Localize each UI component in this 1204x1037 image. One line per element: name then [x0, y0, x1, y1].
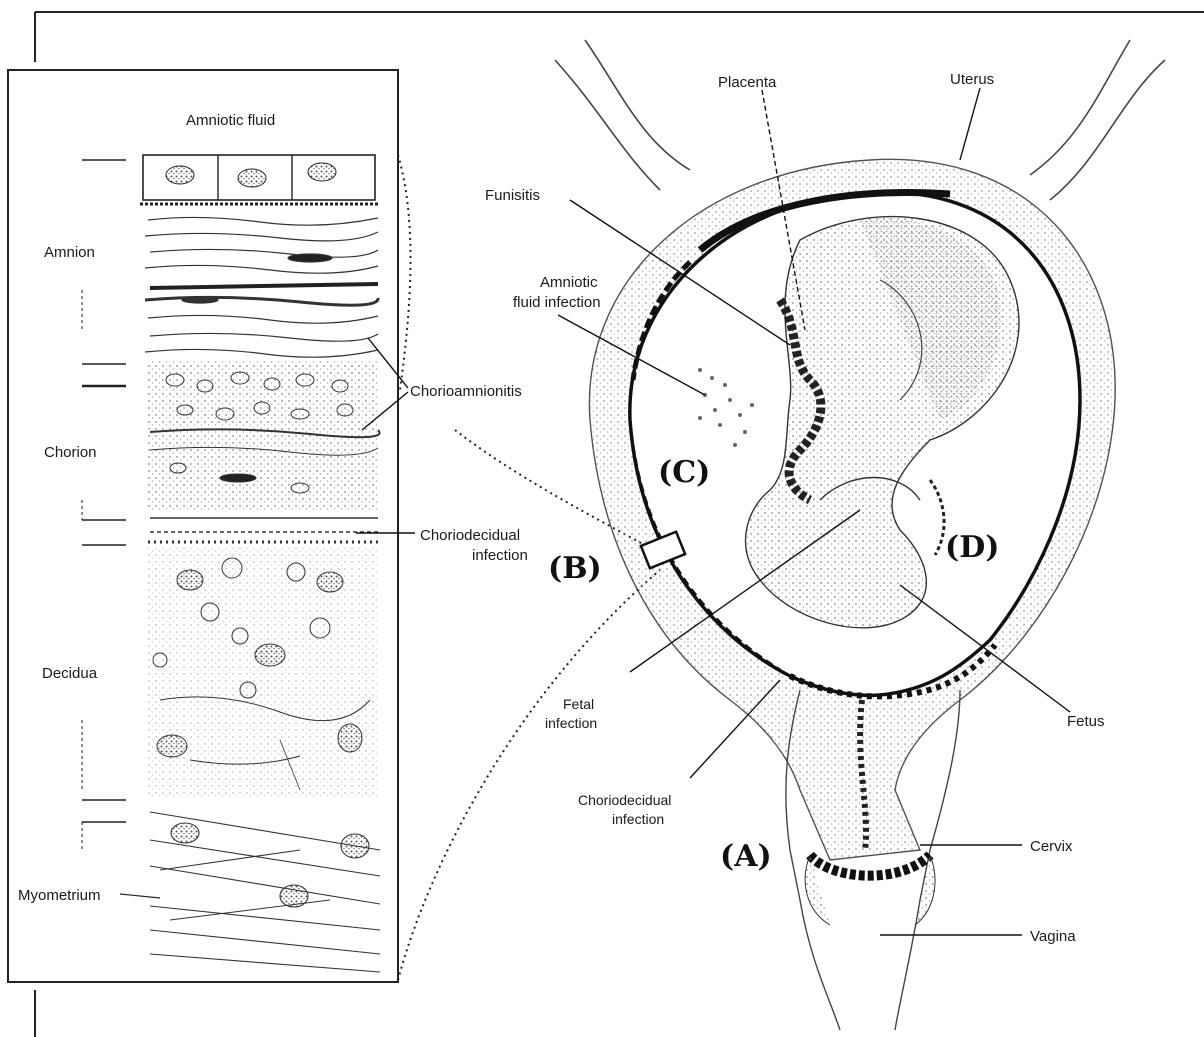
amnion-label: Amnion: [44, 244, 95, 261]
fetus-label: Fetus: [1067, 713, 1105, 730]
fetal-infection-label-line1: Fetal: [563, 696, 594, 712]
myometrium-label: Myometrium: [18, 887, 101, 904]
funisitis-label: Funisitis: [485, 187, 540, 204]
stage-b-label: (B): [548, 551, 602, 586]
stage-c-label: (C): [658, 455, 710, 490]
placenta-label: Placenta: [718, 74, 777, 91]
choriodecidual-infection-b-line1: Choriodecidual: [420, 527, 520, 544]
amniotic-fluid-infection-label-line1: Amniotic: [540, 274, 598, 291]
fetal-infection-label-line2: infection: [545, 715, 597, 731]
amniotic-fluid-infection-label-line2: fluid infection: [513, 294, 601, 311]
decidua-label: Decidua: [42, 665, 98, 682]
uterus-illustration: [555, 40, 1165, 1030]
amniotic-fluid-label: Amniotic fluid: [186, 112, 275, 129]
cervix-label: Cervix: [1030, 838, 1073, 855]
amnion-epithelium: [140, 155, 378, 204]
chorion-label: Chorion: [44, 444, 97, 461]
vagina-label: Vagina: [1030, 928, 1076, 945]
tissue-inset: Amniotic fluid Amnion Chorion Decidua My…: [8, 70, 398, 982]
choriodecidual-infection-a-line2: infection: [612, 811, 664, 827]
stage-a-label: (A): [720, 839, 772, 874]
chorioamnionitis-label: Chorioamnionitis: [410, 383, 522, 400]
choriodecidual-infection-a-line1: Choriodecidual: [578, 792, 671, 808]
choriodecidual-infection-b-line2: infection: [472, 547, 528, 564]
uterus-label: Uterus: [950, 71, 994, 88]
stage-d-label: (D): [945, 530, 999, 565]
decidua-layer: [148, 548, 378, 798]
inset-connector-lines: [398, 155, 660, 980]
